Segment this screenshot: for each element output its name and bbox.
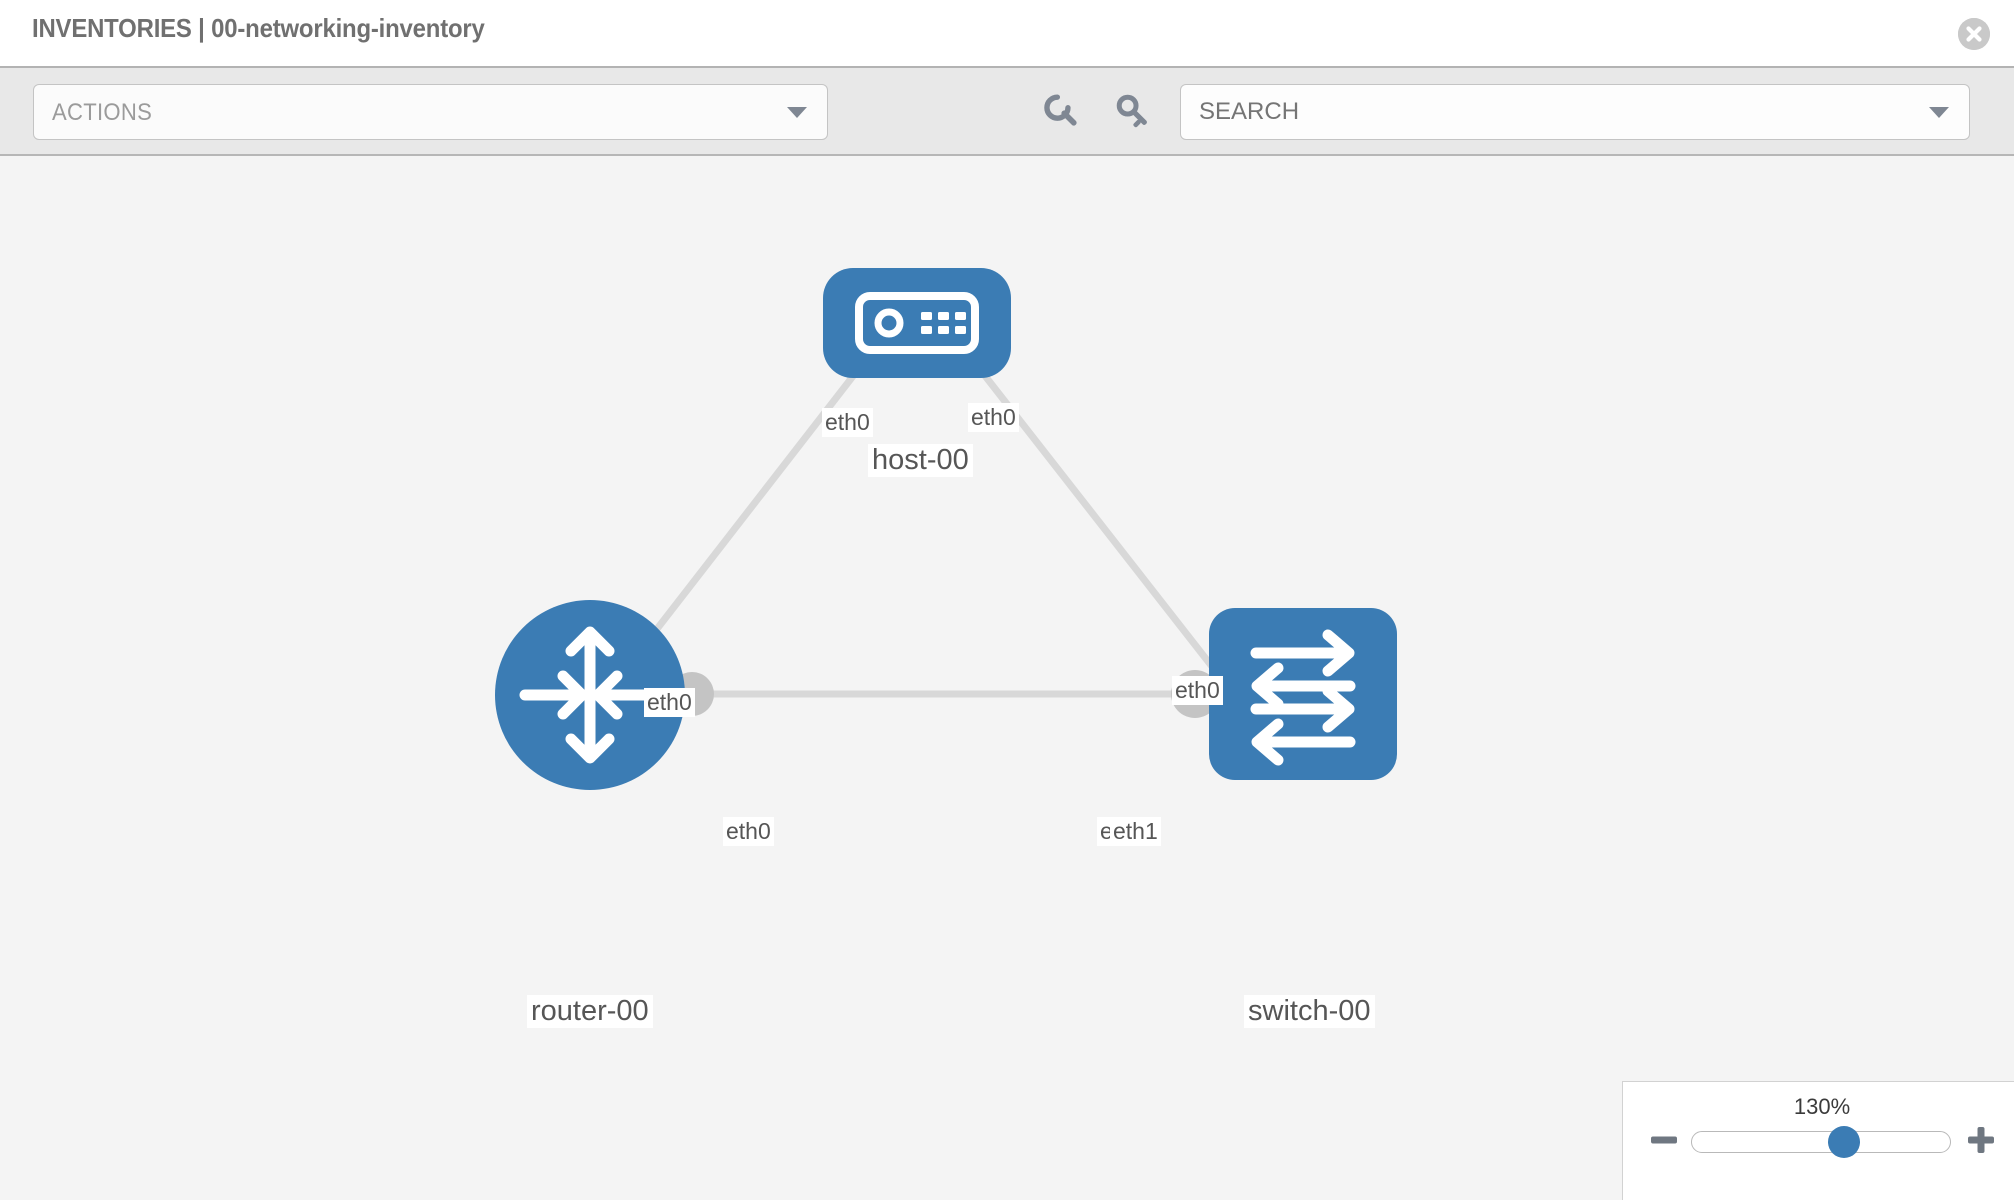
- page-title: INVENTORIES | 00-networking-inventory: [32, 13, 485, 43]
- server-icon: [855, 292, 979, 354]
- link-label-host-right-eth: eth0: [968, 403, 1019, 432]
- link-label-router-right-eth: eth0: [723, 817, 774, 846]
- toolbar: ACTIONS: [0, 68, 2014, 156]
- switch-arrows-icon: [1250, 629, 1356, 766]
- node-switch-00-shape: [1209, 608, 1397, 780]
- node-label-router-00: router-00: [527, 995, 653, 1028]
- page-header: INVENTORIES | 00-networking-inventory: [0, 0, 2014, 68]
- link-label-switch-left-eth1: eth1: [1110, 817, 1161, 846]
- minus-icon[interactable]: [1649, 1125, 1679, 1155]
- node-router-00: [495, 600, 685, 790]
- node-label-host-00: host-00: [868, 444, 973, 477]
- zoom-control-panel: 130%: [1622, 1081, 2014, 1200]
- plus-icon[interactable]: [1966, 1125, 1996, 1155]
- zoom-slider-thumb[interactable]: [1827, 1126, 1860, 1158]
- actions-dropdown-label: ACTIONS: [52, 99, 153, 126]
- chevron-down-icon[interactable]: [1929, 107, 1949, 118]
- node-host-00: [823, 268, 1011, 378]
- link-label-router-up-eth: eth0: [644, 688, 695, 717]
- node-switch-00: [1209, 608, 1397, 780]
- link-label-host-left-eth: eth0: [822, 408, 873, 437]
- node-host-00-shape: [823, 268, 1011, 378]
- close-icon[interactable]: [1958, 18, 1990, 50]
- link-label-switch-up-eth: eth0: [1172, 676, 1223, 705]
- key-icon[interactable]: [1110, 88, 1158, 136]
- wrench-icon[interactable]: [1039, 88, 1087, 136]
- search-input[interactable]: [1181, 85, 1969, 139]
- zoom-slider-track[interactable]: [1691, 1131, 1951, 1153]
- zoom-level-text: 130%: [1793, 1094, 1851, 1119]
- search-field-wrapper[interactable]: [1180, 84, 1970, 140]
- link-host-switch: [947, 328, 1238, 699]
- actions-dropdown[interactable]: ACTIONS: [33, 84, 828, 140]
- node-label-switch-00: switch-00: [1244, 995, 1375, 1028]
- topology-canvas[interactable]: eth0 eth0 eth0 eth0 eth0 eth0 eth1 host-…: [0, 156, 2014, 1200]
- topology-links: [600, 328, 1300, 699]
- topology-graph: [495, 268, 1397, 790]
- chevron-down-icon: [787, 107, 807, 118]
